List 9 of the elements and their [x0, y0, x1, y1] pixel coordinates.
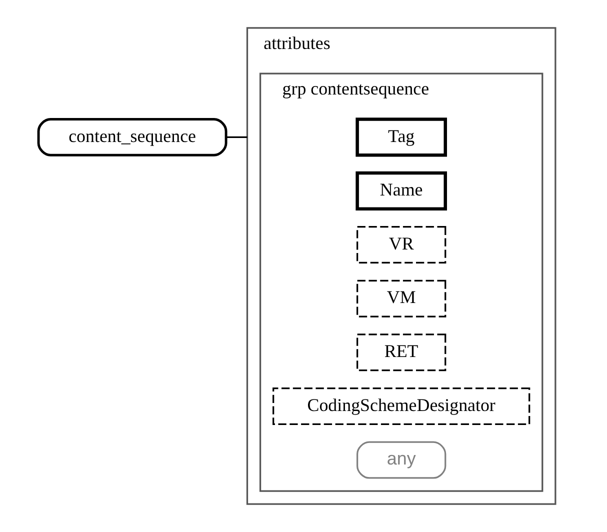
node-box: Name — [356, 171, 447, 211]
connector — [226, 136, 248, 138]
node-box: RET — [356, 334, 446, 372]
node-box: content_sequence — [37, 118, 228, 156]
node-box: Tag — [356, 118, 447, 157]
node-box: CodingSchemeDesignator — [272, 387, 530, 425]
node-box: any — [356, 441, 446, 479]
node-box: VR — [356, 226, 446, 264]
node-box: VM — [356, 280, 446, 318]
